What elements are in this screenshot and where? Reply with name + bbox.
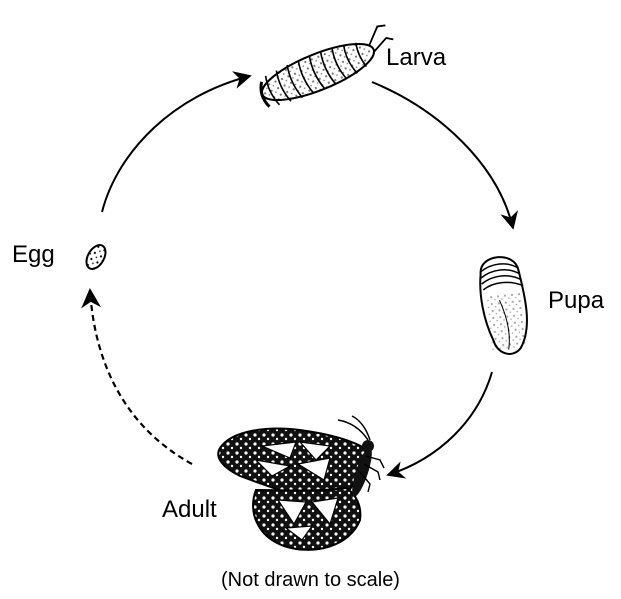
butterfly-icon <box>218 416 384 550</box>
larva-icon <box>254 23 400 112</box>
adult-label: Adult <box>162 498 217 522</box>
arrow-adult-to-egg-dashed <box>90 290 192 464</box>
arrow-larva-to-pupa <box>372 82 513 228</box>
pupa-icon <box>477 255 531 357</box>
arrow-egg-to-larva <box>102 76 250 212</box>
arrow-pupa-to-adult <box>388 372 492 475</box>
egg-icon <box>83 242 110 273</box>
larva-label: Larva <box>386 46 446 70</box>
pupa-label: Pupa <box>548 289 604 313</box>
scale-note: (Not drawn to scale) <box>0 570 621 590</box>
egg-label: Egg <box>12 243 55 267</box>
